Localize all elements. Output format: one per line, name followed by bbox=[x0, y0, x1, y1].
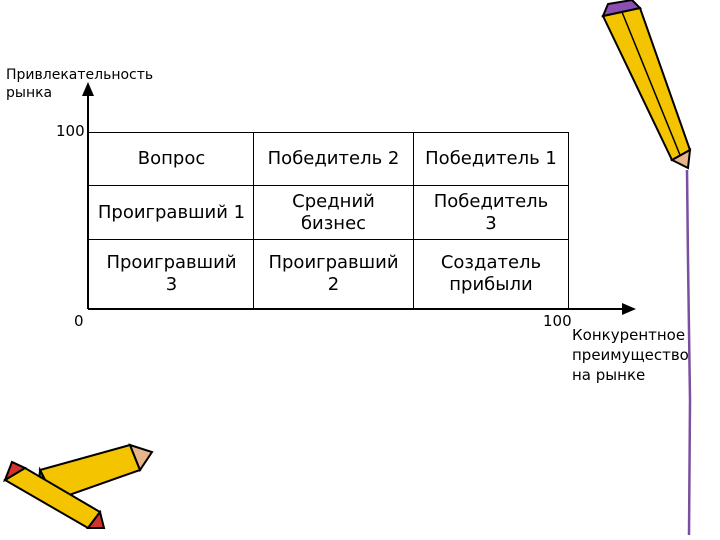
grid-line bbox=[413, 132, 414, 309]
matrix-cell: Средний бизнес bbox=[292, 190, 375, 234]
matrix-cell: Вопрос bbox=[137, 147, 206, 169]
y-axis-arrow bbox=[82, 82, 94, 96]
right-border-line bbox=[685, 169, 692, 536]
grid-line bbox=[253, 132, 254, 309]
matrix-cell: Проигравший 2 bbox=[268, 252, 399, 295]
x-axis-arrow bbox=[622, 303, 636, 315]
y-axis-max-label: 100 bbox=[56, 122, 85, 140]
y-axis-zero-label: 0 bbox=[74, 312, 84, 330]
y-axis-title: Привлекательность рынка bbox=[6, 67, 154, 101]
x-axis-title: Конкурентное преимущество на рынке bbox=[572, 326, 689, 384]
matrix-cell: Победитель 3 bbox=[433, 190, 549, 234]
pencil-icon bbox=[3, 460, 106, 530]
matrix-cell: Проигравший 3 bbox=[106, 252, 237, 295]
matrix-cell: Победитель 2 bbox=[267, 147, 400, 169]
x-axis-max-label: 100 bbox=[543, 312, 572, 330]
strategy-matrix bbox=[88, 132, 569, 310]
matrix-cell: Создатель прибыли bbox=[440, 252, 542, 295]
matrix-cell: Проигравший 1 bbox=[97, 201, 246, 223]
matrix-cell: Победитель 1 bbox=[425, 147, 557, 169]
grid-line bbox=[88, 185, 568, 186]
grid-line bbox=[88, 239, 568, 240]
pencil-icon bbox=[601, 0, 692, 170]
